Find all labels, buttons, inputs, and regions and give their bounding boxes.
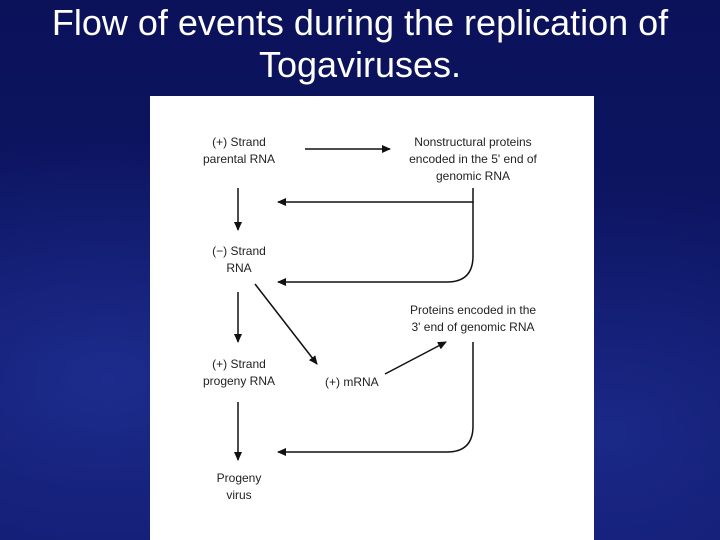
label-structural-proteins: Proteins encoded in the 3' end of genomi… bbox=[398, 302, 548, 336]
label-progeny-virus: Progeny virus bbox=[194, 470, 284, 504]
label-neg-strand: (−) Strand RNA bbox=[194, 243, 284, 277]
flow-arrows bbox=[234, 145, 474, 461]
label-line: encoded in the 5' end of bbox=[409, 152, 537, 166]
label-pos-strand-parental: (+) Strand parental RNA bbox=[194, 134, 284, 168]
label-line: Progeny bbox=[216, 471, 262, 485]
label-line: RNA bbox=[226, 261, 252, 275]
arrow-mrna-to-structural bbox=[384, 341, 447, 375]
label-line: (+) Strand bbox=[212, 357, 266, 371]
arrow-nonstructural-feedback-1 bbox=[277, 188, 474, 206]
arrow-negative-to-mrna bbox=[254, 283, 318, 365]
label-line: progeny RNA bbox=[202, 374, 276, 388]
title-line-2: Togaviruses. bbox=[258, 44, 462, 85]
title-line-1: Flow of events during the replication of bbox=[51, 2, 669, 43]
label-line: parental RNA bbox=[202, 152, 276, 166]
label-line: genomic RNA bbox=[435, 169, 511, 183]
label-line: 3' end of genomic RNA bbox=[411, 320, 535, 334]
diagram-panel: (+) Strand parental RNA Nonstructural pr… bbox=[150, 96, 594, 540]
label-line: Proteins encoded in the bbox=[409, 303, 537, 317]
arrow-nonstructural-feedback-2 bbox=[277, 202, 474, 286]
label-mrna: (+) mRNA bbox=[325, 375, 379, 389]
label-nonstructural-proteins: Nonstructural proteins encoded in the 5'… bbox=[398, 134, 548, 185]
label-pos-strand-progeny: (+) Strand progeny RNA bbox=[194, 356, 284, 390]
arrow-structural-feedback bbox=[277, 342, 474, 456]
label-line: Nonstructural proteins bbox=[414, 135, 532, 149]
slide-title: Flow of events during the replication of… bbox=[0, 2, 720, 86]
label-line: (+) Strand bbox=[212, 135, 266, 149]
label-line: virus bbox=[226, 488, 252, 502]
label-line: (−) Strand bbox=[212, 244, 266, 258]
